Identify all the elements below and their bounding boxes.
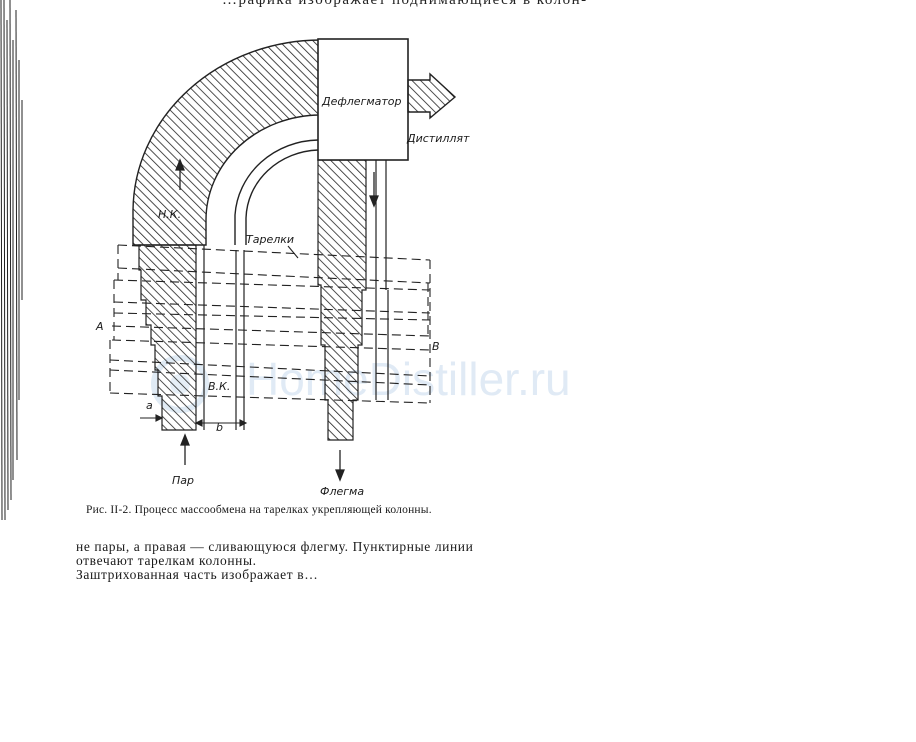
reflux-arrow <box>335 450 345 482</box>
figure-caption: Рис. II-2. Процесс массообмена на тарелк… <box>86 504 432 516</box>
reflux-column <box>317 159 367 441</box>
inner-arc <box>234 139 319 245</box>
dimension-a <box>140 414 164 422</box>
plates-pointer <box>287 245 299 259</box>
label-vapor: Пар <box>172 474 194 487</box>
plates-grid <box>109 244 431 404</box>
label-vk: В.К. <box>208 380 230 393</box>
up-arrow-nk <box>175 158 185 190</box>
label-distillate: Дистиллят <box>406 132 470 145</box>
distillate-arrow <box>407 72 457 120</box>
vapor-column <box>138 244 197 431</box>
label-nk: Н.К. <box>158 208 181 221</box>
nk-arc-band <box>132 39 321 246</box>
label-b-small: b <box>216 421 223 434</box>
condenser-box <box>317 38 409 161</box>
down-arrow-reflux-top <box>369 172 379 208</box>
body-text: не пары, а правая — сливающуюся флегму. … <box>76 540 473 582</box>
label-condenser: Дефлегматор <box>321 95 402 108</box>
label-reflux: Флегма <box>320 485 364 498</box>
scan-edge <box>0 0 23 520</box>
label-a-small: a <box>146 399 153 412</box>
label-a-left: А <box>95 320 104 333</box>
body-line-1: не пары, а правая — сливающуюся флегму. … <box>76 539 474 554</box>
dimension-b <box>194 419 248 427</box>
body-line-2: отвечают тарелкам колонны. <box>76 553 257 568</box>
label-plates: Тарелки <box>246 233 294 246</box>
label-b-right: В <box>432 340 440 353</box>
inner-arc-2 <box>245 149 319 245</box>
vapor-arrow <box>180 433 190 465</box>
body-line-3: Заштрихованная часть изображает в… <box>76 567 319 582</box>
top-text-line: …рафика изображает поднимающиеся в колон… <box>222 0 588 8</box>
